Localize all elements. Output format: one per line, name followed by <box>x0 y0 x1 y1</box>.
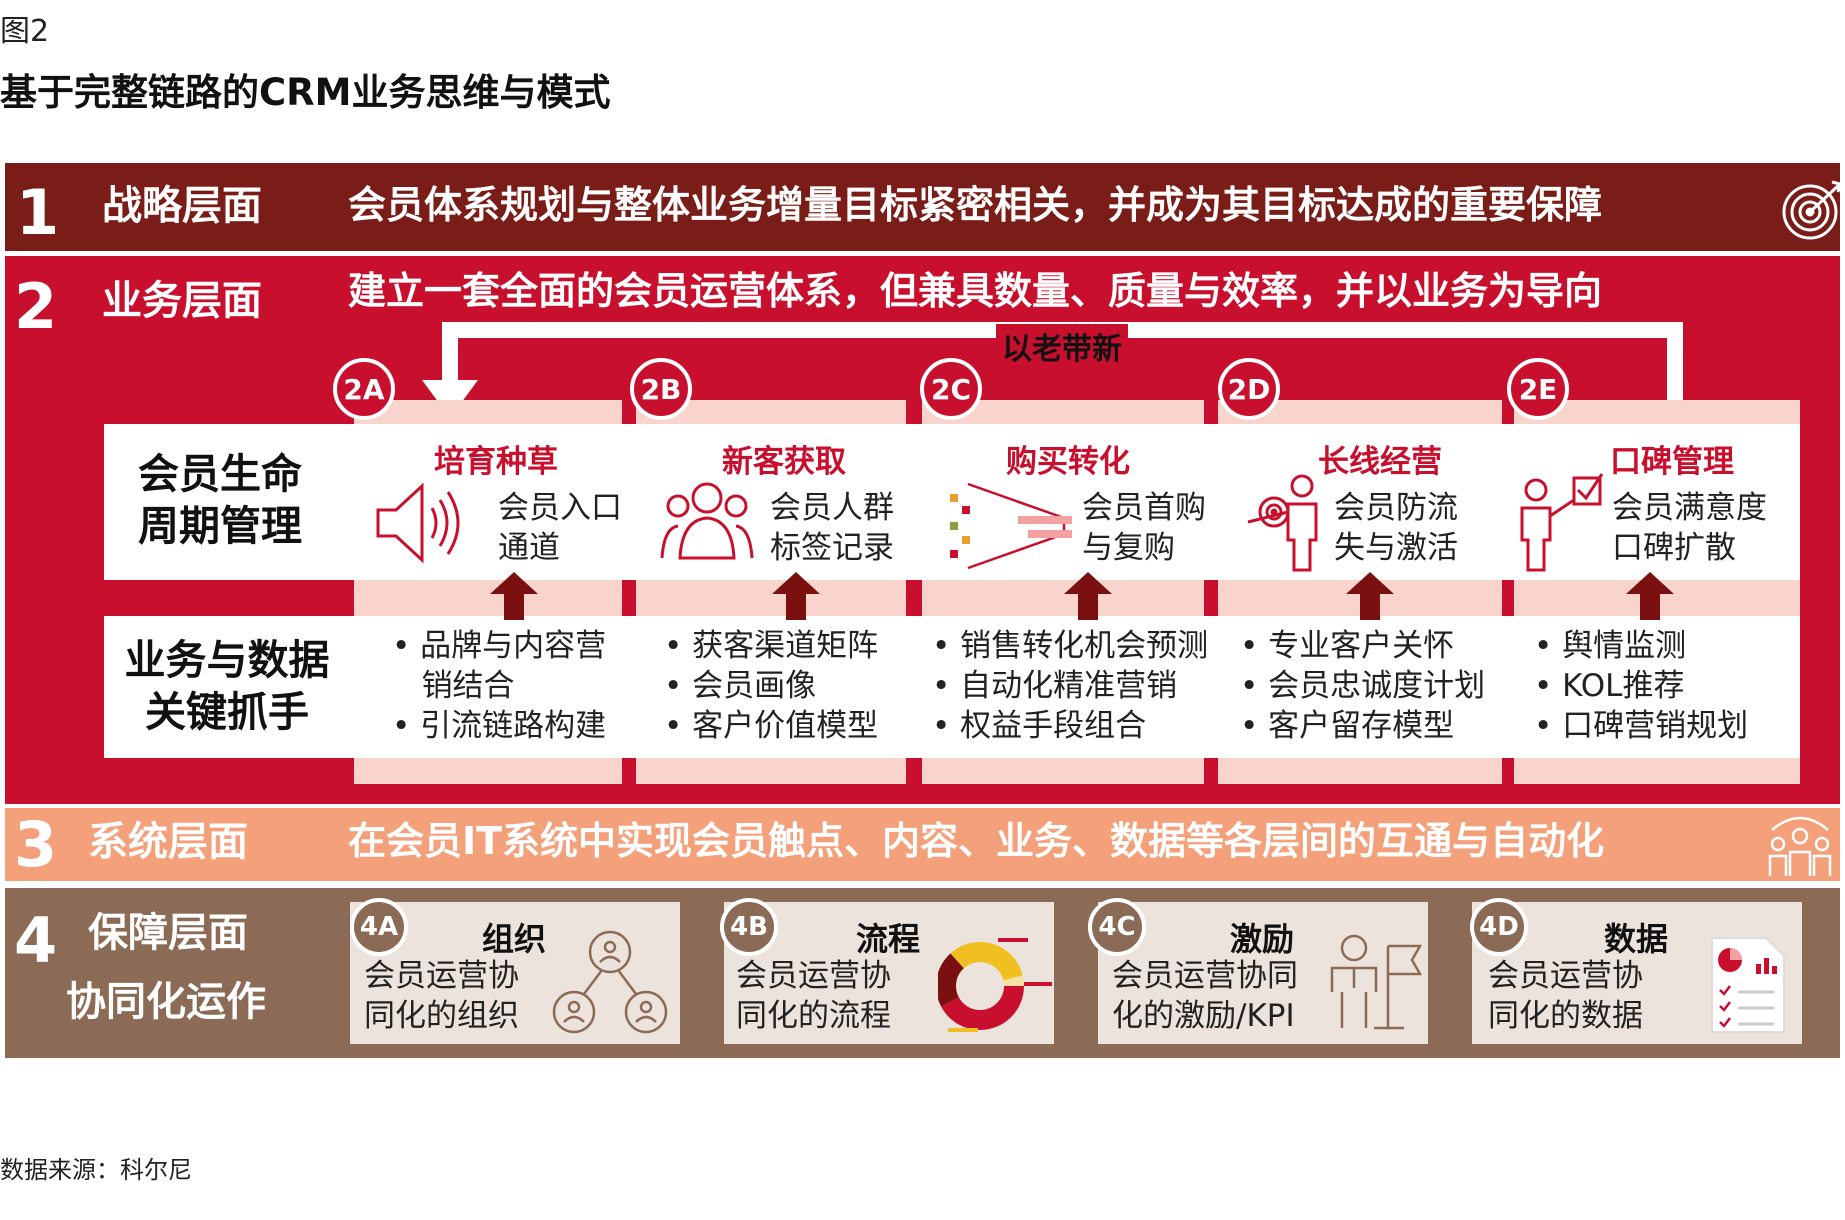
system-band <box>5 808 1840 881</box>
badge-4c: 4C <box>1088 898 1146 956</box>
stage-2a-bullets: • 品牌与内容营 销结合 • 引流链路构建 <box>392 628 607 744</box>
stage-2a-desc: 会员入口通道 <box>498 490 622 566</box>
up-arrow-2a <box>490 572 538 620</box>
stage-2c-title: 购买转化 <box>1006 444 1130 480</box>
up-arrow-2e <box>1626 572 1674 620</box>
target-icon <box>1782 180 1842 240</box>
stage-2e-title: 口碑管理 <box>1610 444 1734 480</box>
person-flag-icon <box>1330 934 1423 1030</box>
person-target-icon <box>1247 474 1318 572</box>
stage-2d-title: 长线经营 <box>1318 444 1442 480</box>
level-3-statement: 在会员IT系统中实现会员触点、内容、业务、数据等各层间的互通与自动化 <box>348 819 1605 863</box>
up-arrow-2b <box>772 572 820 620</box>
up-arrow-2d <box>1346 572 1394 620</box>
figure-label: 图2 <box>0 14 50 49</box>
level-2-statement: 建立一套全面的会员运营体系，但兼具数量、质量与效率，并以业务为导向 <box>348 269 1603 313</box>
figure-title: 基于完整链路的CRM业务思维与模式 <box>0 71 611 114</box>
lifecycle-label: 会员生命 周期管理 <box>138 450 302 550</box>
up-arrow-2c <box>1064 572 1112 620</box>
badge-4b: 4B <box>720 898 778 956</box>
funnel-icon <box>950 482 1072 570</box>
people-group-icon <box>660 482 754 560</box>
stage-2b-desc: 会员人群标签记录 <box>770 490 894 566</box>
badge-2d: 2D <box>1218 358 1280 420</box>
badge-2c: 2C <box>920 358 982 420</box>
level-4-number: 4 <box>14 904 58 977</box>
stage-2e-desc: 会员满意度口碑扩散 <box>1612 490 1767 566</box>
stage-2d-desc: 会员防流失与激活 <box>1334 490 1458 566</box>
level-4-name: 保障层面 <box>88 910 248 956</box>
org-network-icon <box>552 930 668 1034</box>
key-levers-label: 业务与数据 关键抓手 <box>124 636 330 736</box>
guarantee-4b-title: 流程 <box>856 920 921 958</box>
people-network-icon <box>1768 816 1832 876</box>
stage-2e-bullets: • 舆情监测 • KOL推荐 • 口碑营销规划 <box>1534 628 1749 744</box>
level-1-name: 战略层面 <box>102 183 262 229</box>
level-1-number: 1 <box>16 176 60 249</box>
key-levers-row <box>104 616 1800 758</box>
level-1-statement: 会员体系规划与整体业务增量目标紧密相关，并成为其目标达成的重要保障 <box>348 183 1603 227</box>
guarantee-4d-desc: 会员运营协同化的数据 <box>1488 958 1643 1034</box>
donut-chart-icon <box>938 938 1052 1032</box>
badge-2a: 2A <box>333 358 395 420</box>
speaker-icon <box>376 482 460 564</box>
stage-2d-bullets: • 专业客户关怀 • 会员忠诚度计划 • 客户留存模型 <box>1240 628 1486 744</box>
level-2-number: 2 <box>14 270 58 343</box>
level-4-subtitle: 协同化运作 <box>66 979 266 1025</box>
report-icon <box>1711 937 1785 1033</box>
guarantee-4c-desc: 会员运营协同化的激励/KPI <box>1112 958 1298 1034</box>
guarantee-4b-desc: 会员运营协同化的流程 <box>736 958 891 1034</box>
guarantee-4c-card <box>1098 902 1428 1044</box>
guarantee-4d-title: 数据 <box>1604 920 1669 958</box>
guarantee-4c-title: 激励 <box>1230 920 1295 958</box>
stage-2b-title: 新客获取 <box>722 444 846 480</box>
badge-2b: 2B <box>630 358 692 420</box>
stage-2b-bullets: • 获客渠道矩阵 • 会员画像 • 客户价值模型 <box>664 628 879 744</box>
stage-2c-bullets: • 销售转化机会预测 • 自动化精准营销 • 权益手段组合 <box>932 628 1209 744</box>
badge-2e: 2E <box>1507 358 1569 420</box>
guarantee-4a-title: 组织 <box>482 920 547 958</box>
person-check-icon <box>1520 473 1604 572</box>
level-3-number: 3 <box>14 808 58 881</box>
source-note: 数据来源：科尔尼 <box>0 1156 192 1184</box>
strategy-band <box>5 163 1840 251</box>
stage-2a-title: 培育种草 <box>434 444 558 480</box>
badge-4d: 4D <box>1470 898 1528 956</box>
level-3-name: 系统层面 <box>88 819 248 865</box>
level-2-name: 业务层面 <box>102 278 262 324</box>
badge-4a: 4A <box>350 898 408 956</box>
loop-label: 以老带新 <box>996 324 1128 368</box>
stage-2c-desc: 会员首购与复购 <box>1082 490 1206 566</box>
guarantee-4a-desc: 会员运营协同化的组织 <box>364 958 519 1034</box>
